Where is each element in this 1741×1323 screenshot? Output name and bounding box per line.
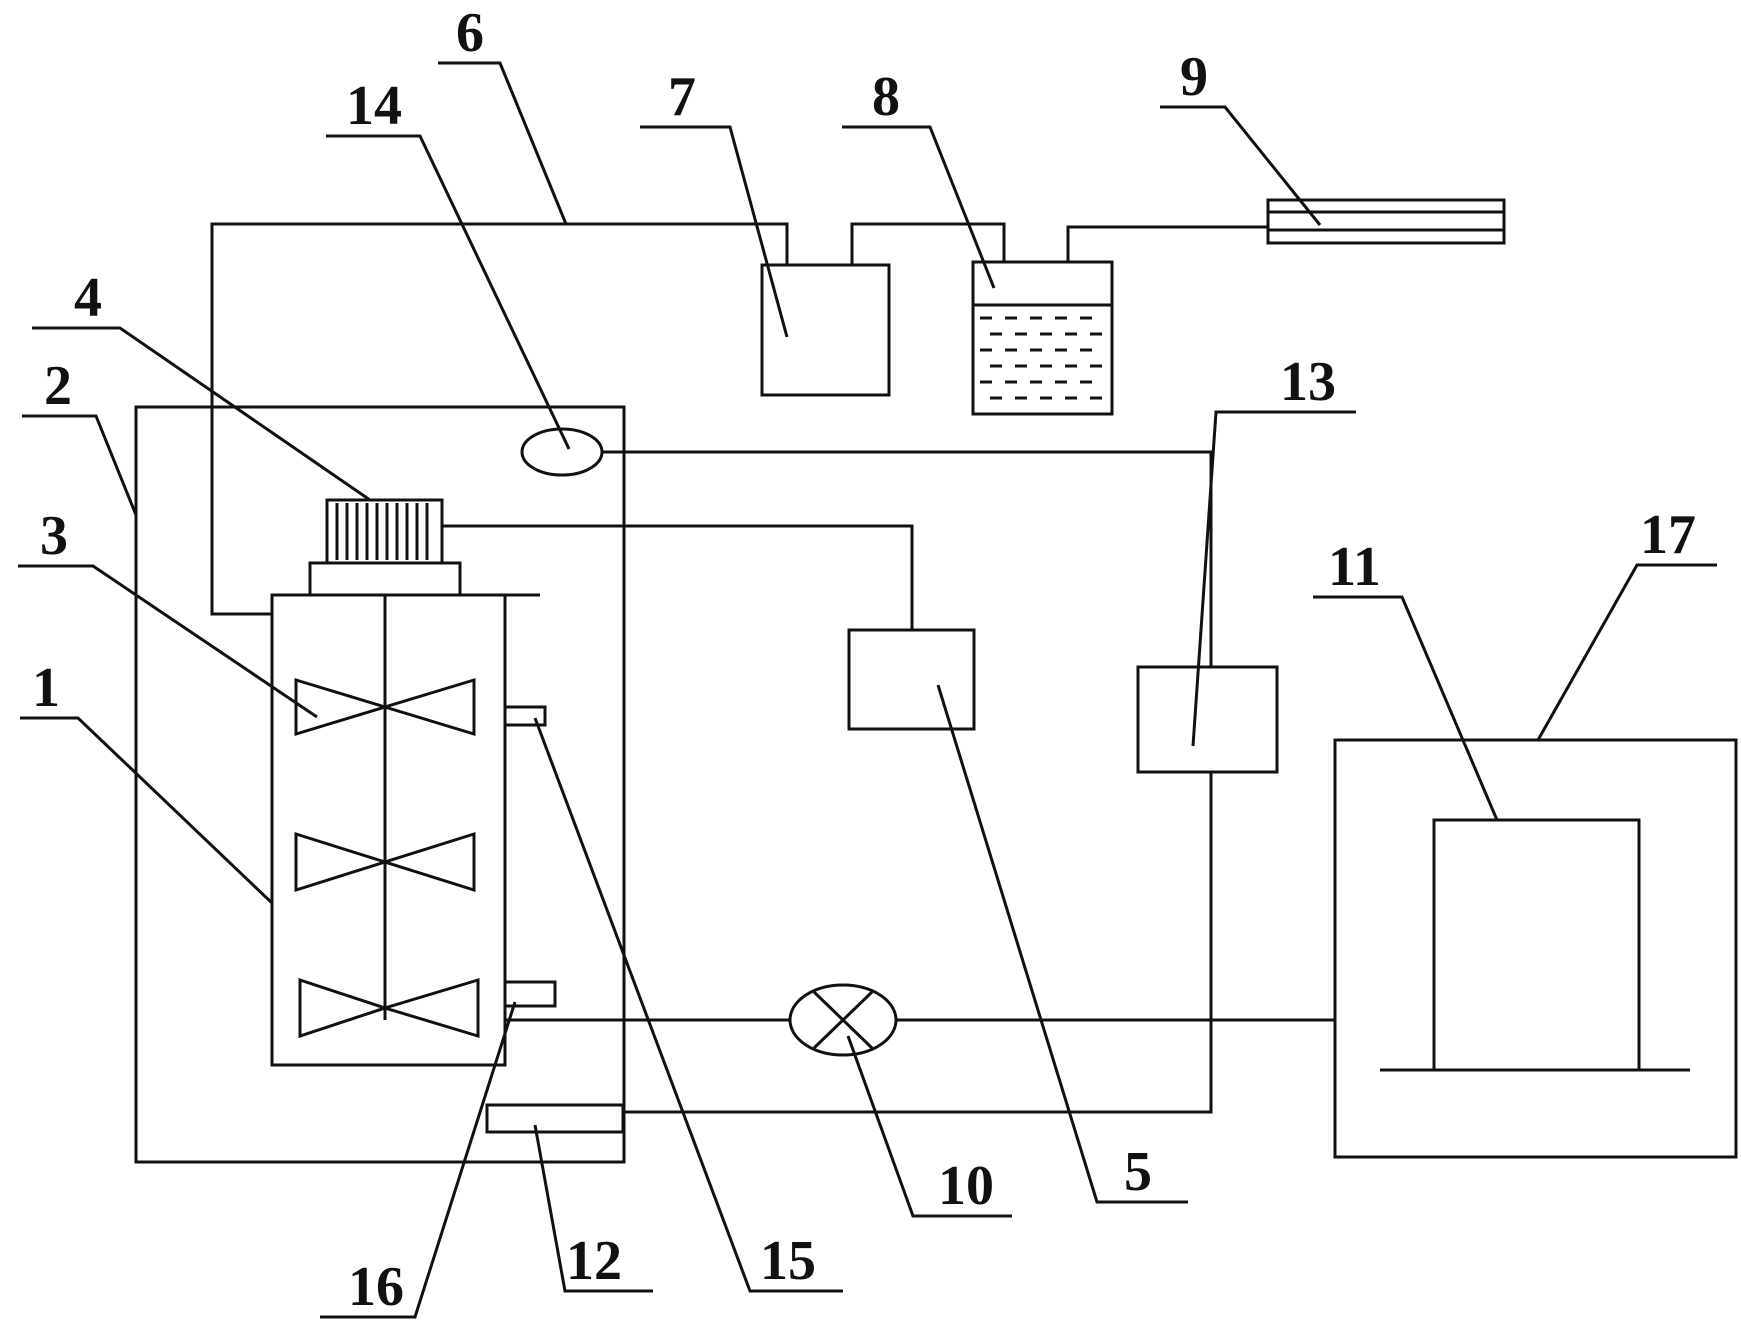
motor-base <box>308 561 462 597</box>
label-14: 14 <box>346 75 402 137</box>
motor <box>325 498 444 565</box>
label-12: 12 <box>566 1230 622 1292</box>
label-9: 9 <box>1180 46 1208 108</box>
upper-sensor <box>503 705 547 727</box>
label-13: 13 <box>1280 351 1336 413</box>
bottle-8 <box>971 260 1114 416</box>
motor-to-controller-line <box>442 524 914 630</box>
liquid-dashes <box>980 316 1102 400</box>
reactor-vessel <box>270 593 507 1067</box>
label-16: 16 <box>348 1256 404 1318</box>
controller-5 <box>847 628 976 731</box>
label-4: 4 <box>74 267 102 329</box>
motor-fins <box>335 503 429 560</box>
inner-box-11 <box>1432 818 1641 1072</box>
label-leaders <box>18 61 1717 1319</box>
label-8: 8 <box>872 66 900 128</box>
impeller-bottom <box>298 977 480 1039</box>
label-5: 5 <box>1124 1141 1152 1203</box>
bottom-plate <box>485 1103 625 1134</box>
label-17: 17 <box>1640 504 1696 566</box>
gas-line <box>210 222 789 616</box>
label-15: 15 <box>760 1230 816 1292</box>
unit-13 <box>1136 665 1279 774</box>
label-11: 11 <box>1328 536 1381 598</box>
impeller-middle <box>294 831 476 893</box>
label-2: 2 <box>44 355 72 417</box>
label-1: 1 <box>32 657 60 719</box>
oval-to-unit13-line <box>602 450 1213 667</box>
bottle-7 <box>760 263 891 397</box>
unit13-to-plate-line <box>623 772 1213 1114</box>
impeller-top <box>294 677 476 737</box>
label-3: 3 <box>40 505 68 567</box>
label-7: 7 <box>668 66 696 128</box>
lower-sensor <box>503 980 557 1008</box>
valve-cross-b <box>812 990 874 1050</box>
label-6: 6 <box>456 2 484 64</box>
label-10: 10 <box>938 1155 994 1217</box>
